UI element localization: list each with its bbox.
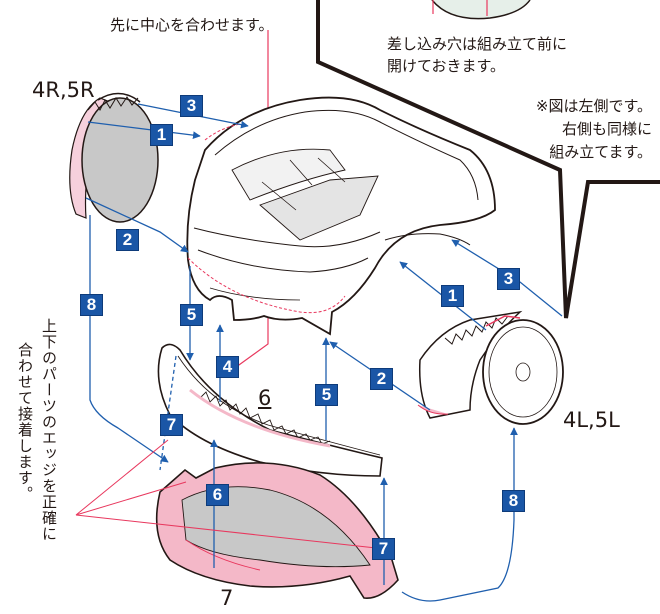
step-badge-1-right: 1 [441,285,464,307]
note-holes-line1: 差し込み穴は組み立て前に [387,35,568,53]
part-7-shape [155,462,399,599]
step-badge-8-right: 8 [502,490,525,512]
note-edges-vertical-1: 上下のパーツのエッジを正確に [40,318,58,542]
step-badge-2-left: 2 [116,229,139,251]
step-badge-6: 6 [206,484,229,506]
step-badge-5-left: 5 [180,304,203,326]
step-badge-7-left: 7 [160,414,183,436]
step-badge-1-top: 1 [150,124,173,146]
callout-bubble [316,0,660,319]
note-center-first: 先に中心を合わせます。 [110,16,274,34]
step-badge-3-right: 3 [497,268,520,290]
part-6-shape [157,343,383,477]
note-left-side-line3: 組み立てます。 [549,143,652,161]
wheel-left-part [417,310,564,425]
note-holes-line2: 開けておきます。 [387,57,506,75]
note-edges-vertical-2: 合わせて接着します。 [16,342,34,502]
label-wheel-left: 4L,5L [563,408,620,432]
step-badge-8-left: 8 [80,294,103,316]
label-wheel-right: 4R,5R [32,78,95,102]
step-badge-5-right: 5 [315,384,338,406]
step-badge-3-top: 3 [180,95,203,117]
step-badge-4: 4 [216,356,239,378]
label-part-7: 7 [220,586,234,610]
body-shell [186,96,496,336]
wheel-right-part [69,92,159,223]
pointer-lines-7 [75,439,377,549]
step-badge-7-right: 7 [372,538,395,560]
note-left-side-line1: ※図は左側です。 [535,97,652,115]
note-left-side-line2: 右側も同様に [561,120,652,138]
step-badge-2-right: 2 [370,368,393,390]
label-part-6: 6 [258,386,272,410]
